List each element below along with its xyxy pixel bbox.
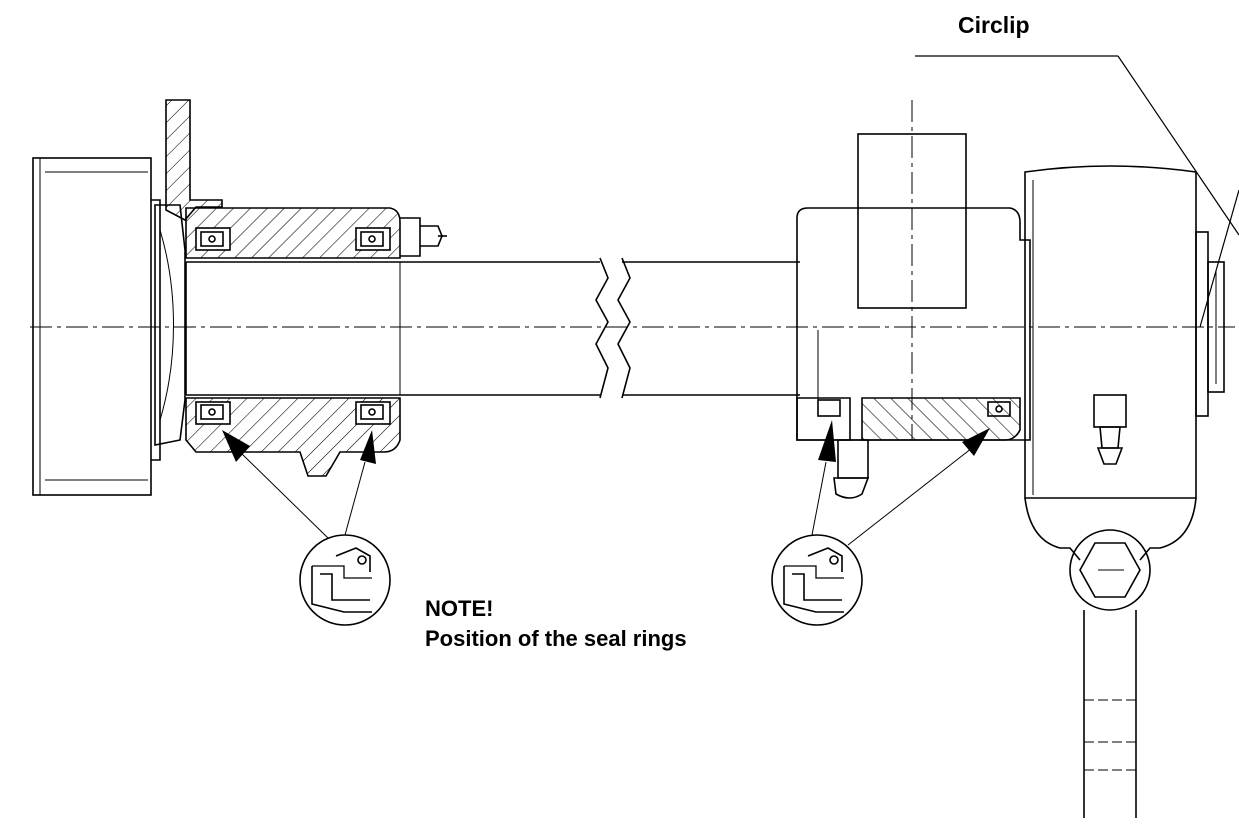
grease-nipple-left [400,217,447,257]
seal-detail-callout-left [239,451,391,626]
arrow-seal-3 [818,420,836,462]
right-housing [796,100,1031,499]
shaft [185,257,800,399]
left-housing-upper [185,207,401,259]
circlip-label: Circlip [958,12,1030,38]
note-title: NOTE! [425,596,494,621]
circlip-leader [915,55,1239,328]
seal-detail-callout-right [771,447,973,626]
arrow-seal-2 [360,430,376,464]
left-housing-lower [185,397,401,477]
flange-bracket [154,99,223,446]
lever-arm [1024,165,1225,818]
seal-ring-right-upper [360,231,384,247]
wheel-hub [32,157,174,496]
arrow-seal-4 [962,428,990,456]
seal-ring-left-upper [200,231,224,247]
seal-ring-right-lower [360,404,384,420]
seal-ring-left-lower [200,404,224,420]
note-text: Position of the seal rings [425,626,687,651]
arrow-seal-1 [222,430,250,462]
